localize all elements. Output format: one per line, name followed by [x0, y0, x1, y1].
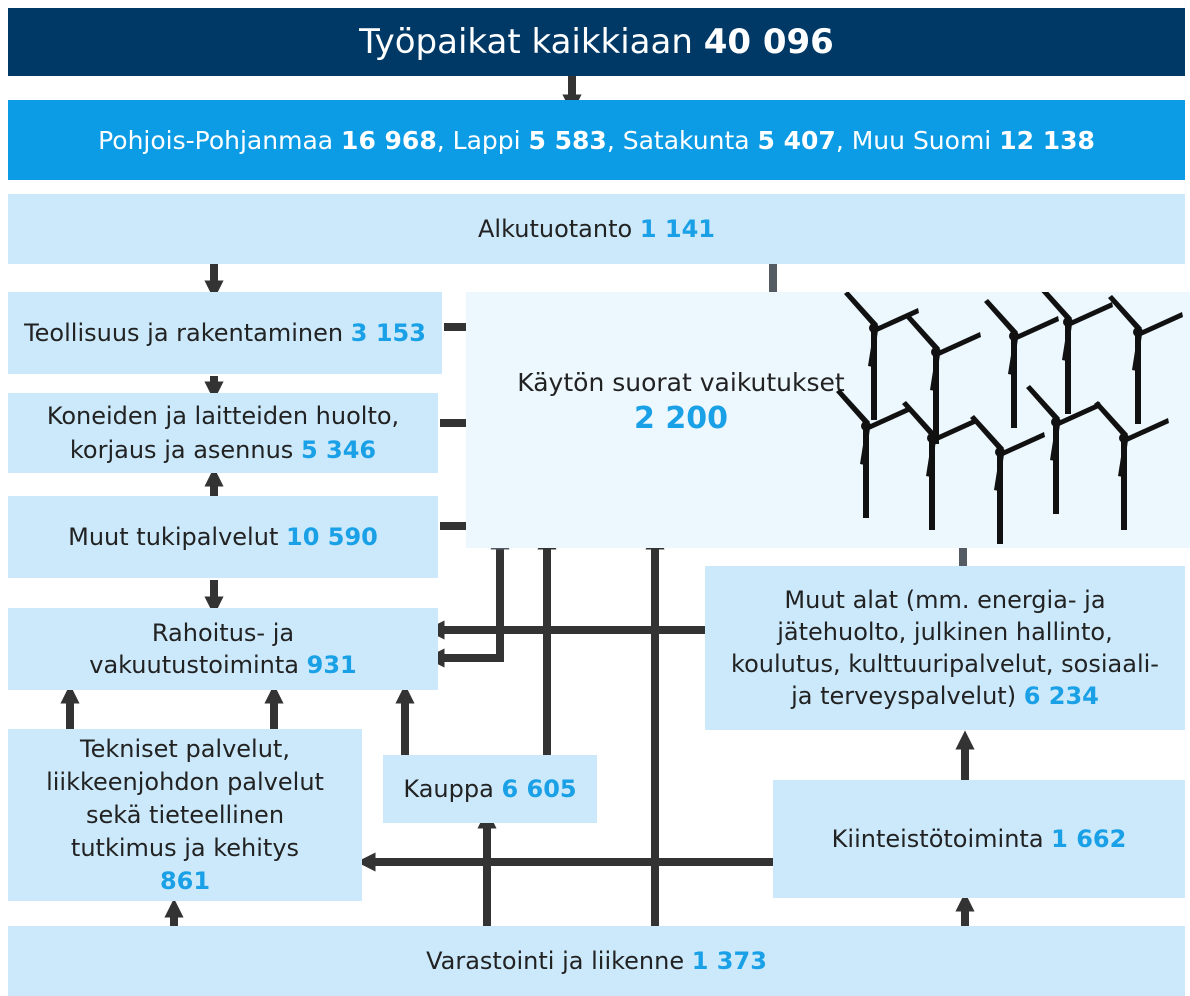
wind-turbine-icon [902, 401, 977, 530]
arrow-vertical-to-raha [425, 548, 504, 668]
wind-turbine-icon [1094, 401, 1169, 530]
box-value: 6 234 [1023, 682, 1099, 710]
region-value: 12 138 [999, 125, 1095, 155]
region-value: 5 407 [757, 125, 836, 155]
box-label-line: Rahoitus- ja [151, 619, 295, 647]
wind-turbine-icon [1038, 292, 1113, 414]
box-label-line: koulutus, kulttuuripalvelut, sosiaali- [731, 650, 1159, 678]
region-value: 16 968 [341, 125, 437, 155]
box-label-line: Muut alat (mm. energia- ja [784, 586, 1106, 614]
wind-turbines-illustration [836, 292, 1183, 544]
box-label-line: tutkimus ja kehitys [70, 833, 300, 862]
box-label-line: Koneiden ja laitteiden huolto, [46, 402, 400, 430]
box-value: 1 662 [1051, 825, 1127, 853]
box-label: Alkutuotanto [478, 215, 633, 243]
box-label-line: sekä tieteellinen [85, 800, 285, 829]
box-value: 931 [306, 651, 357, 679]
box-label: Muut tukipalvelut [68, 523, 279, 551]
box-koneiden-huolto: Koneiden ja laitteiden huolto, korjaus j… [8, 393, 438, 473]
box-value: 3 153 [350, 319, 426, 347]
box-label-line: vakuutustoiminta [89, 651, 299, 679]
box-kauppa: Kauppa 6 605 [383, 755, 597, 823]
region-label: Lappi [452, 125, 521, 155]
wind-turbine-icon [1026, 385, 1101, 514]
box-value: 1 373 [691, 947, 767, 975]
box-label: Käytön suorat vaikutukset [517, 368, 845, 397]
box-label-line: jätehuolto, julkinen hallinto, [777, 618, 1113, 646]
box-label: Varastointi ja liikenne [426, 947, 685, 975]
total-jobs-value: 40 096 [703, 22, 834, 62]
wind-turbine-icon [844, 292, 919, 420]
box-kayton-suorat-vaikutukset: Käytön suorat vaikutukset 2 200 [466, 292, 1190, 548]
box-muut-alat: Muut alat (mm. energia- ja jätehuolto, j… [705, 566, 1185, 730]
box-label: Kiinteistötoiminta [831, 825, 1044, 853]
box-label-line: ja terveyspalvelut) [791, 682, 1017, 710]
box-label: Teollisuus ja rakentaminen [24, 319, 344, 347]
box-rahoitus-ja-vakuutustoiminta: Rahoitus- ja vakuutustoiminta 931 [8, 608, 438, 690]
box-value: 2 200 [634, 401, 728, 436]
box-label-line: korjaus ja asennus [69, 436, 294, 464]
box-teollisuus-ja-rakentaminen: Teollisuus ja rakentaminen 3 153 [8, 292, 442, 374]
box-label-line: Tekniset palvelut, [80, 734, 290, 763]
box-value: 10 590 [286, 523, 378, 551]
box-value: 861 [159, 866, 211, 895]
box-value: 6 605 [501, 775, 577, 803]
box-alkutuotanto: Alkutuotanto 1 141 [8, 194, 1185, 264]
box-kiinteistotoiminta: Kiinteistötoiminta 1 662 [773, 780, 1185, 898]
wind-turbine-icon [1108, 295, 1183, 424]
region-label: Pohjois-Pohjanmaa [98, 125, 334, 155]
box-label-line: liikkeenjohdon palvelut [46, 767, 324, 796]
box-value: 1 141 [639, 215, 715, 243]
total-jobs-banner: Työpaikat kaikkiaan 40 096 [8, 8, 1185, 76]
box-muut-tukipalvelut: Muut tukipalvelut 10 590 [8, 496, 438, 578]
box-label: Kauppa [403, 775, 494, 803]
box-varastointi-ja-liikenne: Varastointi ja liikenne 1 373 [8, 926, 1185, 996]
wind-turbine-icon [970, 415, 1045, 544]
box-tekniset-palvelut: Tekniset palvelut, liikkeenjohdon palvel… [8, 729, 362, 901]
region-label: Satakunta [622, 125, 750, 155]
region-value: 5 583 [528, 125, 607, 155]
total-jobs-label: Työpaikat kaikkiaan [359, 22, 693, 62]
regions-banner: Pohjois-Pohjanmaa 16 968, Lappi 5 583, S… [8, 100, 1185, 180]
box-value: 5 346 [300, 436, 377, 464]
region-label: Muu Suomi [851, 125, 992, 155]
